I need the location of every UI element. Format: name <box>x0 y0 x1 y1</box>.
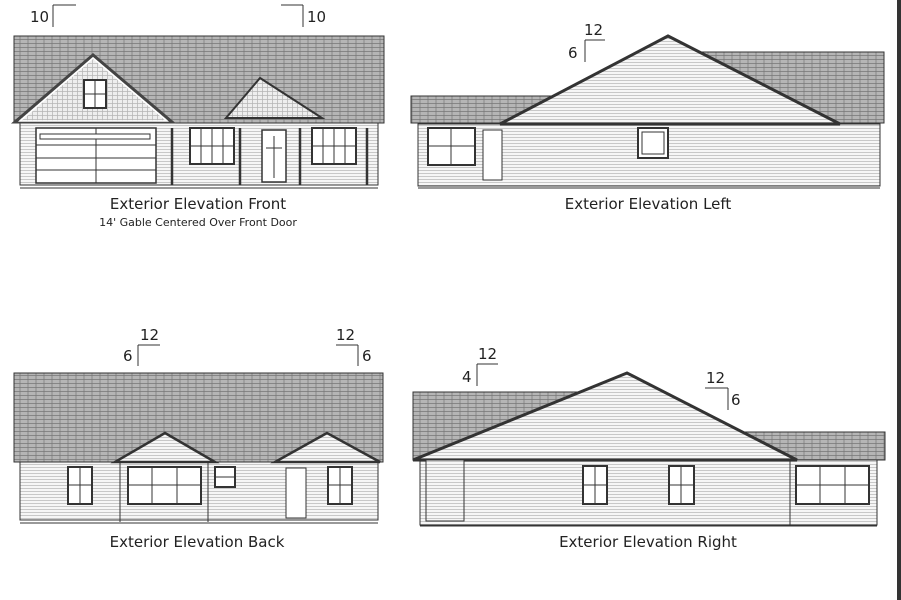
right-pitch-right-run: 12 <box>706 369 726 387</box>
front-pitch-left: 10 <box>30 8 50 26</box>
left-pitch-rise: 6 <box>568 44 578 62</box>
front-pitch-right: 10 <box>307 8 327 26</box>
right-elevation-title: Exterior Elevation Right <box>559 533 737 551</box>
left-elevation <box>410 34 885 189</box>
front-elevation-title: Exterior Elevation Front <box>109 195 287 213</box>
right-elevation <box>412 363 886 527</box>
left-pitch-run: 12 <box>584 21 604 39</box>
right-pitch-left-run: 12 <box>478 345 498 363</box>
back-pitch-right-rise: 6 <box>362 347 372 365</box>
page-edge <box>897 0 901 600</box>
front-elevation-note: 14' Gable Centered Over Front Door <box>99 216 297 229</box>
front-elevation <box>10 4 385 189</box>
back-pitch-left-rise: 6 <box>123 347 133 365</box>
back-elevation <box>13 344 384 524</box>
back-pitch-left-run: 12 <box>140 326 160 344</box>
back-pitch-right-run: 12 <box>336 326 356 344</box>
right-pitch-left-rise: 4 <box>462 368 472 386</box>
left-elevation-title: Exterior Elevation Left <box>564 195 732 213</box>
right-pitch-right-rise: 6 <box>731 391 741 409</box>
back-elevation-title: Exterior Elevation Back <box>109 533 285 551</box>
